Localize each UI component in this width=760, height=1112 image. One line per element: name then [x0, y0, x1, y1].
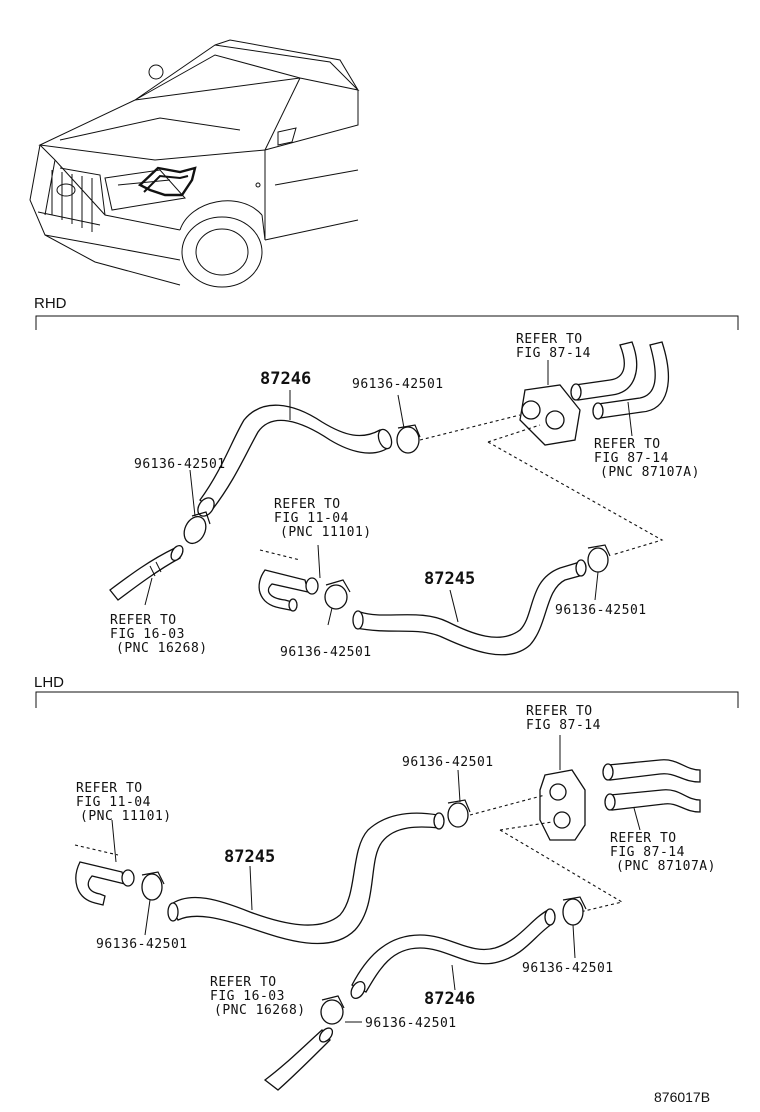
lhd-clamp-icon-4	[320, 995, 345, 1025]
rhd-ref-87-14-top-line1: REFER TO	[516, 332, 583, 347]
rhd-bracket	[35, 315, 739, 330]
rhd-clamp-icon-2	[396, 424, 421, 454]
lhd-ref-16-03-line3: (PNC 16268)	[214, 1003, 306, 1018]
rhd-ref-87-14-top-line2: FIG 87-14	[516, 346, 591, 361]
rhd-ref-87-14-side-line2: FIG 87-14	[594, 451, 669, 466]
lhd-engine-pipe	[74, 844, 135, 906]
rhd-clamp-icon-4	[324, 579, 351, 610]
rhd-ref-11-04-line1: REFER TO	[274, 497, 341, 512]
rhd-clamp-icon-1	[183, 511, 211, 545]
lhd-ref-87-14-top-line2: FIG 87-14	[526, 718, 601, 733]
rhd-ref-11-04-line3: (PNC 11101)	[280, 525, 372, 540]
lhd-ref-11-04-line1: REFER TO	[76, 781, 143, 796]
lhd-pipe-16-03	[263, 1029, 331, 1091]
lhd-bracket	[35, 691, 739, 708]
lhd-label-clamp-4: 96136-42501	[365, 1016, 457, 1031]
lhd-ref-87-14-side-line1: REFER TO	[610, 831, 677, 846]
rhd-grommet-icon	[519, 384, 581, 446]
figure-id: 876017B	[654, 1089, 710, 1105]
rhd-ref-16-03-line3: (PNC 16268)	[116, 641, 208, 656]
rhd-heater-pipes	[570, 341, 669, 420]
rhd-label-clamp-2: 96136-42501	[134, 457, 226, 472]
lhd-ref-87-14-side-line2: FIG 87-14	[610, 845, 685, 860]
lhd-grommet-icon	[539, 769, 586, 841]
rhd-label-clamp-4: 96136-42501	[280, 645, 372, 660]
lhd-ref-11-04-line2: FIG 11-04	[76, 795, 151, 810]
lhd-ref-16-03-line1: REFER TO	[210, 975, 277, 990]
rhd-ref-16-03-line1: REFER TO	[110, 613, 177, 628]
lhd-section: LHD	[34, 674, 739, 1091]
rhd-pipe-16-03	[109, 547, 181, 601]
lhd-label-clamp-1: 96136-42501	[402, 755, 494, 770]
lhd-ref-16-03-line2: FIG 16-03	[210, 989, 285, 1004]
rhd-clamp-icon-3	[587, 544, 611, 573]
rhd-ref-87-14-side-line1: REFER TO	[594, 437, 661, 452]
lhd-hose-87245	[169, 812, 441, 945]
rhd-label-87246: 87246	[260, 369, 311, 389]
lhd-section-label: LHD	[34, 674, 64, 691]
rhd-section-label: RHD	[34, 295, 67, 312]
lhd-heater-pipes	[602, 759, 701, 813]
car-illustration	[29, 39, 360, 288]
rhd-ref-11-04-line2: FIG 11-04	[274, 511, 349, 526]
lhd-ref-87-14-top-line1: REFER TO	[526, 704, 593, 719]
rhd-label-87245: 87245	[424, 569, 475, 589]
rhd-section: RHD	[34, 295, 739, 660]
rhd-ref-16-03-line2: FIG 16-03	[110, 627, 185, 642]
rhd-label-clamp-1: 96136-42501	[352, 377, 444, 392]
lhd-ref-11-04-line3: (PNC 11101)	[80, 809, 172, 824]
rhd-hose-87246	[199, 404, 389, 511]
lhd-hose-87246	[351, 909, 553, 993]
rhd-engine-pipe	[258, 549, 319, 612]
lhd-label-87246: 87246	[424, 989, 475, 1009]
rhd-label-clamp-3: 96136-42501	[555, 603, 647, 618]
lhd-clamp-icon-1	[447, 799, 471, 828]
rhd-ref-87-14-side-line3: (PNC 87107A)	[600, 465, 700, 480]
lhd-clamp-icon-2	[141, 871, 165, 901]
lhd-ref-87-14-side-line3: (PNC 87107A)	[616, 859, 716, 874]
lhd-label-clamp-2: 96136-42501	[96, 937, 188, 952]
lhd-label-87245: 87245	[224, 847, 275, 867]
lhd-label-clamp-3: 96136-42501	[522, 961, 614, 976]
lhd-clamp-icon-3	[562, 896, 587, 926]
